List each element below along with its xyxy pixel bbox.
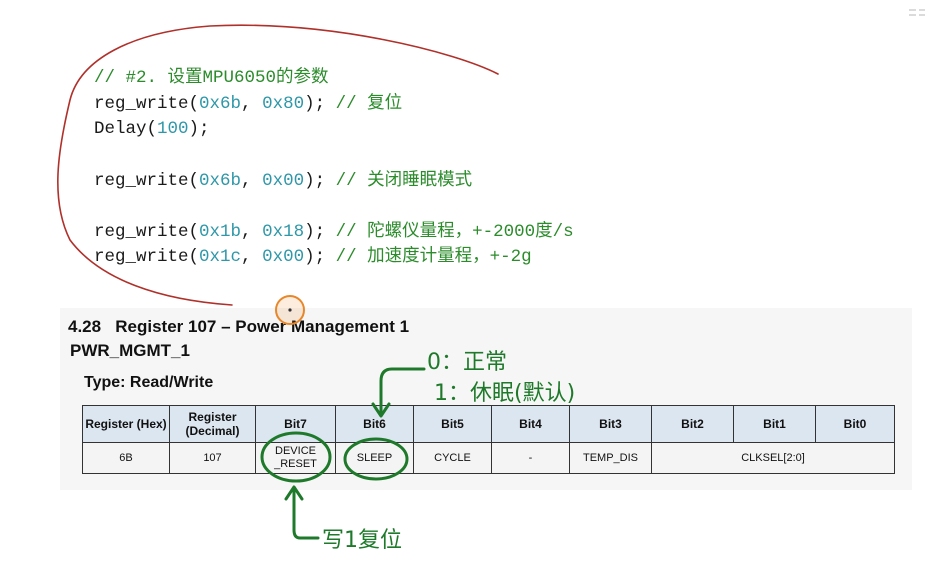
code-text: reg_write( <box>94 222 200 242</box>
header-bit4: Bit4 <box>491 405 570 443</box>
code-comment: // 加速度计量程，+-2g <box>335 247 532 267</box>
code-text: ); <box>304 247 336 267</box>
arrow-to-device-reset <box>292 488 320 540</box>
code-line: Delay(100); <box>94 117 210 141</box>
code-number: 0x6b <box>199 171 242 191</box>
code-comment: // 关闭睡眠模式 <box>335 171 473 191</box>
corner-decoration-icon <box>909 9 925 16</box>
header-bit3: Bit3 <box>569 405 652 443</box>
code-line: reg_write(0x1c, 0x00); // 加速度计量程，+-2g <box>94 245 532 269</box>
code-text: reg_write( <box>94 94 200 114</box>
code-text: Delay( <box>94 119 158 139</box>
code-line: reg_write(0x6b, 0x00); // 关闭睡眠模式 <box>94 169 472 193</box>
header-bit1: Bit1 <box>733 405 816 443</box>
table-row: 6B 107 DEVICE _RESET SLEEP CYCLE - TEMP_… <box>82 442 895 474</box>
code-text: reg_write( <box>94 247 200 267</box>
code-text: , <box>241 94 263 114</box>
register-name: PWR_MGMT_1 <box>70 341 190 360</box>
code-comment: // 陀螺仪量程，+-2000度/s <box>335 222 574 242</box>
register-table: Register (Hex) Register (Decimal) Bit7 B… <box>82 405 895 474</box>
code-line: // #2. 设置MPU6050的参数 <box>94 66 329 90</box>
code-number: 0x00 <box>262 171 305 191</box>
header-register-hex: Register (Hex) <box>82 405 170 443</box>
header-register-decimal: Register (Decimal) <box>169 405 256 443</box>
cell-sleep: SLEEP <box>335 442 414 474</box>
code-line: reg_write(0x1b, 0x18); // 陀螺仪量程，+-2000度/… <box>94 220 574 244</box>
code-number: 0x6b <box>199 94 242 114</box>
code-number: 0x18 <box>262 222 305 242</box>
cell-clksel: CLKSEL[2:0] <box>651 442 895 474</box>
cursor-dot <box>288 308 292 312</box>
note-sleep-zero: 0：正常 <box>427 350 507 375</box>
code-number: 0x1b <box>199 222 242 242</box>
code-text: ); <box>304 222 336 242</box>
cell-temp-dis: TEMP_DIS <box>569 442 652 474</box>
code-text: ); <box>304 94 336 114</box>
code-number: 0x1c <box>199 247 242 267</box>
header-bit0: Bit0 <box>815 405 895 443</box>
code-number: 0x00 <box>262 247 305 267</box>
header-bit6: Bit6 <box>335 405 414 443</box>
header-bit2: Bit2 <box>651 405 734 443</box>
note-sleep-one: 1：休眠(默认) <box>434 381 576 406</box>
code-text: reg_write( <box>94 171 200 191</box>
code-comment: // 复位 <box>335 94 403 114</box>
header-bit5: Bit5 <box>413 405 492 443</box>
code-number: 100 <box>157 119 189 139</box>
arrow-to-device-reset-head <box>284 485 304 501</box>
code-text: , <box>241 222 263 242</box>
cell-hex: 6B <box>82 442 170 474</box>
cell-cycle: CYCLE <box>413 442 492 474</box>
code-text: ); <box>188 119 210 139</box>
code-text: , <box>241 171 263 191</box>
cell-device-reset: DEVICE _RESET <box>255 442 336 474</box>
code-number: 0x80 <box>262 94 305 114</box>
section-title: 4.28 Register 107 – Power Management 1 <box>68 317 410 336</box>
code-text: , <box>241 247 263 267</box>
register-type: Type: Read/Write <box>84 374 214 391</box>
header-bit7: Bit7 <box>255 405 336 443</box>
code-text: ); <box>304 171 336 191</box>
cell-bit4: - <box>491 442 570 474</box>
code-comment: // #2. 设置MPU6050的参数 <box>94 68 329 88</box>
code-line: reg_write(0x6b, 0x80); // 复位 <box>94 92 402 116</box>
cell-decimal: 107 <box>169 442 256 474</box>
table-header-row: Register (Hex) Register (Decimal) Bit7 B… <box>82 405 895 443</box>
note-write-one-reset: 写1复位 <box>322 528 402 553</box>
